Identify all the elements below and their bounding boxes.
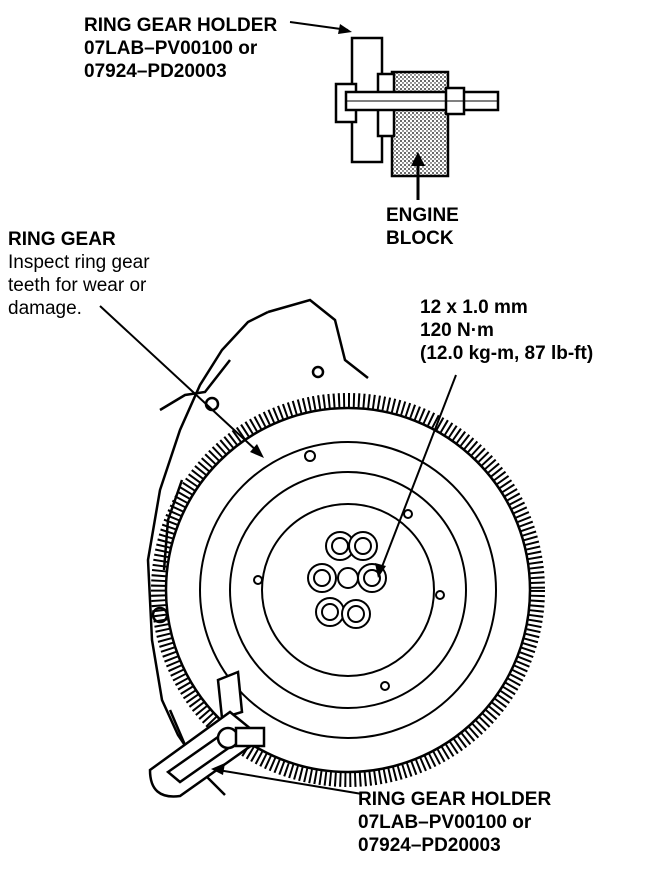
engine-block-label: ENGINE BLOCK	[386, 204, 459, 250]
ring-gear-label: RING GEAR Inspect ring gear teeth for we…	[8, 228, 150, 320]
top-holder-part1: 07LAB–PV00100 or	[84, 38, 258, 59]
flywheel	[151, 393, 545, 787]
ring-gear-teeth	[151, 393, 545, 787]
engine-block-line2: BLOCK	[386, 228, 454, 249]
ring-gear-line1: Inspect ring gear	[8, 252, 150, 273]
ring-gear-line2: teeth for wear or	[8, 275, 147, 296]
ring-gear-title: RING GEAR	[8, 229, 116, 250]
flywheel-outer	[164, 406, 532, 774]
torque-line2: 120 N·m	[420, 320, 494, 341]
top-holder-part2: 07924–PD20003	[84, 61, 227, 82]
top-holder-title: RING GEAR HOLDER	[84, 15, 278, 36]
torque-line3: (12.0 kg-m, 87 lb-ft)	[420, 343, 594, 364]
engine-block-line1: ENGINE	[386, 205, 459, 226]
bottom-holder-part1: 07LAB–PV00100 or	[358, 812, 532, 833]
bottom-holder-part2: 07924–PD20003	[358, 835, 501, 856]
bottom-holder-label: RING GEAR HOLDER 07LAB–PV00100 or 07924–…	[358, 788, 551, 857]
torque-spec-label: 12 x 1.0 mm 120 N·m (12.0 kg-m, 87 lb-ft…	[420, 296, 593, 365]
top-holder-label: RING GEAR HOLDER 07LAB–PV00100 or 07924–…	[84, 14, 277, 83]
torque-line1: 12 x 1.0 mm	[420, 297, 528, 318]
ring-gear-line3: damage.	[8, 298, 82, 319]
bottom-holder-title: RING GEAR HOLDER	[358, 789, 552, 810]
bottom-holder-tool	[148, 670, 266, 798]
